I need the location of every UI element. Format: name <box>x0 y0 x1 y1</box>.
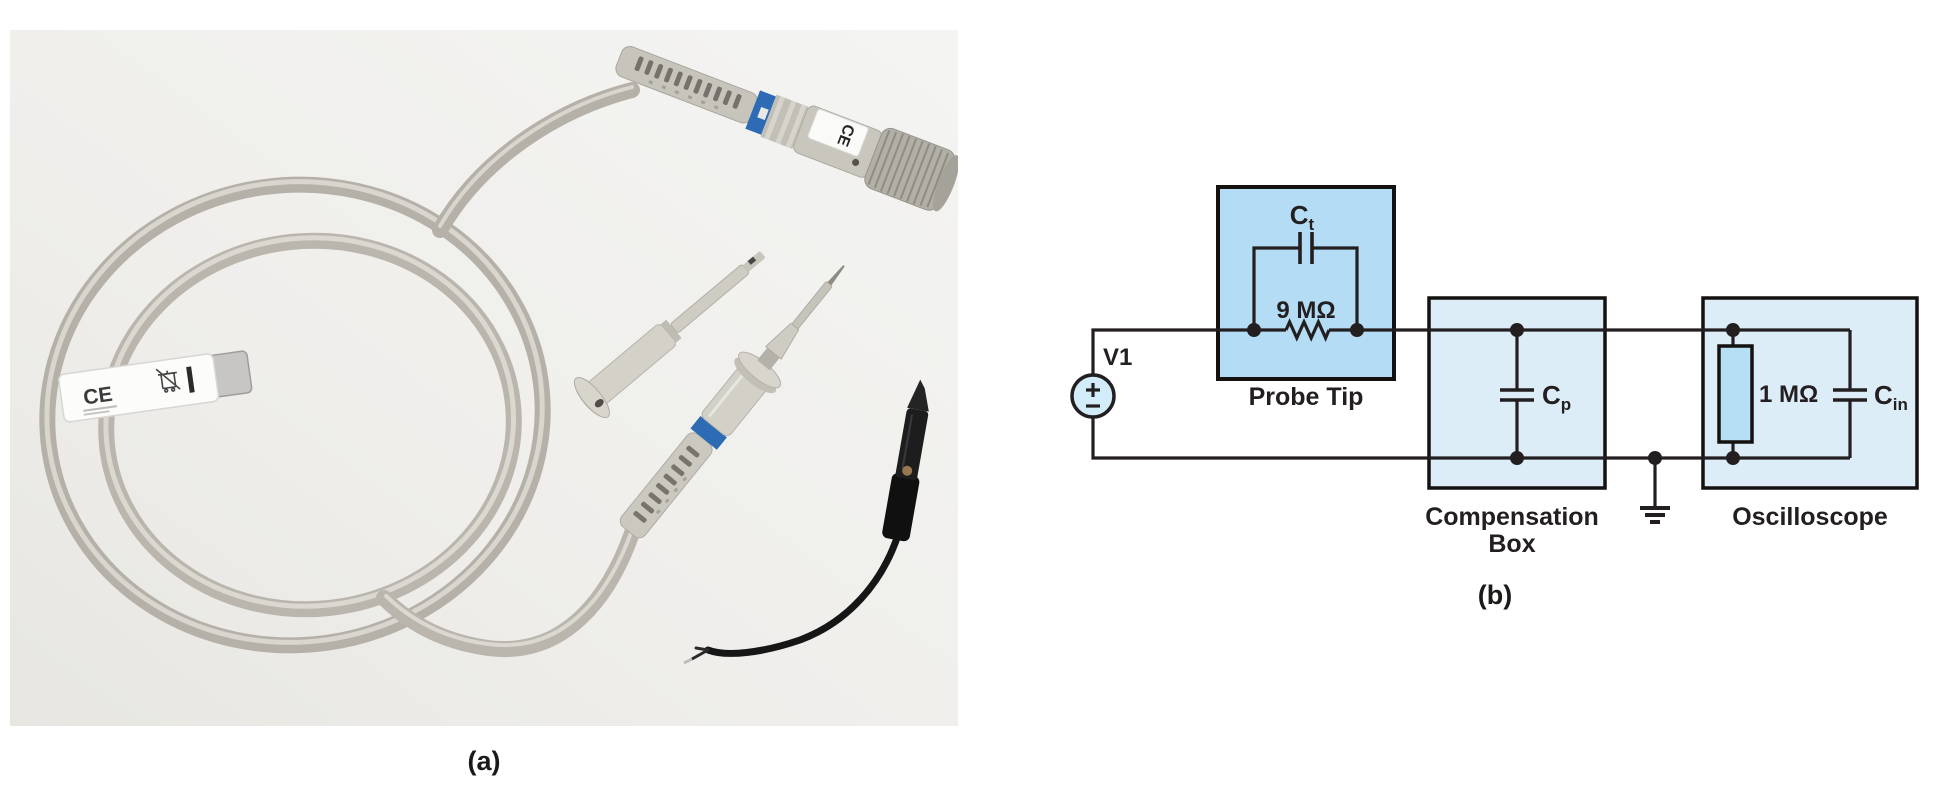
connector-label <box>807 108 869 157</box>
connector-ring-ridge <box>764 96 786 140</box>
knurl-ridges <box>867 130 950 208</box>
clip-boot <box>882 473 920 542</box>
caption-a: (a) <box>467 746 501 776</box>
tip-cover-step <box>660 319 682 343</box>
ground-symbol <box>1640 506 1670 524</box>
compensation-label-line1: Compensation <box>1425 503 1599 531</box>
ct-branch-wire <box>1252 246 1359 330</box>
strain-relief-vents <box>648 80 719 110</box>
probe-grip-vents <box>655 476 688 515</box>
clip-screw <box>902 465 913 476</box>
probe-equivalent-circuit: V1 Ct 9 MΩ Probe Tip Cp Compensation Box… <box>1070 185 1919 558</box>
probe-tip-label: Probe Tip <box>1249 383 1364 411</box>
top-wire <box>1091 328 1850 375</box>
probe-photo: CE <box>10 30 958 726</box>
probe-cone <box>764 322 800 360</box>
lead-wire-tip <box>683 657 693 665</box>
junction-dot <box>1350 323 1364 337</box>
bnc-end-cap <box>933 155 958 212</box>
bottom-wire <box>1091 417 1850 460</box>
tag-fineprint-line <box>83 410 110 416</box>
capacitor-ct <box>1298 232 1314 264</box>
v1-source <box>1070 373 1116 419</box>
clip-highlight <box>901 414 914 470</box>
weee-icon <box>155 368 181 393</box>
capacitors <box>1298 232 1867 402</box>
compensation-label-line2: Box <box>1488 530 1535 558</box>
circuit-labels: V1 Ct 9 MΩ Probe Tip Cp Compensation Box… <box>1103 200 1908 558</box>
cable-run-to-connector <box>432 82 640 238</box>
tip-cover-flange <box>573 377 610 419</box>
cp-label: Cp <box>1542 380 1571 414</box>
resistor-9mohm <box>1284 318 1331 342</box>
junction-dot <box>1726 323 1740 337</box>
connector-ce-text: CE <box>833 122 857 149</box>
tip-cover-notch <box>747 256 757 265</box>
lead-wire-fray <box>690 646 710 661</box>
cable-coil <box>39 82 640 658</box>
junction-dots <box>1247 323 1740 465</box>
tag-mark <box>186 366 195 393</box>
cable-outer-highlight <box>44 179 545 645</box>
tip-cover-accessory <box>573 251 765 419</box>
tag-ce-text: CE <box>82 383 114 410</box>
junction-dot <box>1648 451 1662 465</box>
cable-inner-highlight <box>103 235 516 609</box>
capacitor-cp <box>1500 388 1534 402</box>
bnc-connector: CE <box>615 45 958 212</box>
v1-label: V1 <box>1103 344 1132 371</box>
circuit-wires <box>1091 246 1852 508</box>
junction-dot <box>1247 323 1261 337</box>
lead-wire <box>704 531 902 657</box>
tip-cover-hole <box>594 398 604 408</box>
tag-fineprint-line <box>83 405 118 412</box>
connector-hole <box>852 158 860 166</box>
junction-dot <box>1726 451 1740 465</box>
ce-tag: CE <box>58 350 253 423</box>
strain-relief-ribs <box>634 56 742 109</box>
probe-blue-ring <box>690 415 727 450</box>
probe-body <box>619 265 845 539</box>
caption-b: (b) <box>1477 580 1513 610</box>
junction-dot <box>1510 451 1524 465</box>
cable-run-to-probe-highlight <box>384 528 634 648</box>
connector-ring-ridge <box>785 104 807 149</box>
v1-source-symbol <box>1086 383 1100 408</box>
cin-label: Cin <box>1874 380 1908 414</box>
blue-band-notch <box>757 106 769 121</box>
junction-dot <box>1510 323 1524 337</box>
probe-grip-ribs <box>633 445 700 523</box>
probe-barrel-highlight <box>707 367 750 418</box>
probe-tip-box <box>1216 185 1396 381</box>
resistor-9mohm-label: 9 MΩ <box>1276 297 1335 324</box>
resistor-1mohm <box>1717 344 1754 444</box>
ground-lead <box>683 379 929 665</box>
clip-body <box>882 379 929 542</box>
connector-ring-ridge <box>775 100 797 145</box>
resistor-1mohm-label: 1 MΩ <box>1759 381 1818 408</box>
clip-jaw <box>907 379 929 412</box>
oscilloscope-label: Oscilloscope <box>1732 503 1888 531</box>
tag-body <box>58 353 220 423</box>
cable-run-highlight <box>438 85 634 228</box>
probe-needle <box>827 265 845 286</box>
capacitor-cin <box>1833 388 1867 402</box>
ct-label: Ct <box>1290 200 1315 234</box>
